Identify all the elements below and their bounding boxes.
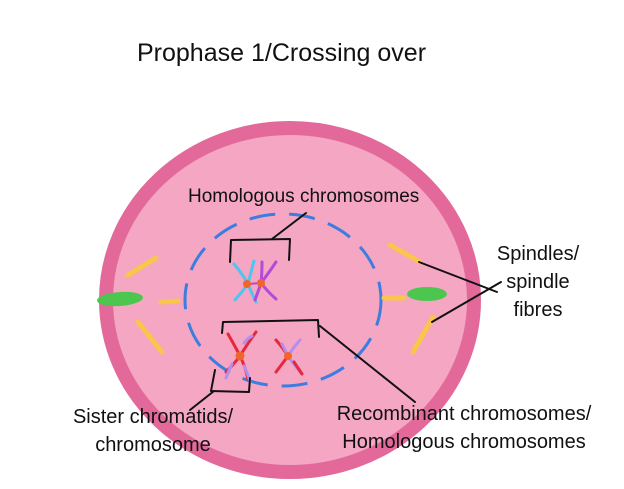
left-centriole [97,291,143,307]
bracket-sister [210,369,251,393]
centromere-top-left [243,280,251,288]
centromere-bottom-right [284,352,292,360]
nuclear-envelope [183,212,383,388]
diagram-title: Prophase 1/Crossing over [137,39,427,67]
left-spindle-fibres [125,255,181,355]
pointer-spindle-upper [418,261,498,293]
label-spindles-line1: Spindles/ [496,243,580,265]
pointer-homologous [271,212,307,240]
label-recombinant-line1: Recombinant chromosomes/ [336,403,592,425]
label-sister-line1: Sister chromatids/ [72,406,234,428]
right-spindle-fibres [381,242,436,355]
bracket-homologous [229,238,291,263]
pointer-lines [189,212,502,411]
label-spindles: Spindles/ spindle fibres [483,240,593,324]
label-spindles-line2: spindle [506,271,570,293]
pointer-spindle-lower [431,281,502,323]
label-recombinant-chromosomes: Recombinant chromosomes/ Homologous chro… [311,400,617,456]
centromere-top-right [257,279,265,287]
label-homologous-chromosomes: Homologous chromosomes [188,186,420,207]
right-centriole [407,287,447,301]
pointer-sister [189,390,215,411]
centromere-bottom-left [235,351,245,361]
label-sister-line2: chromosome [95,434,211,456]
label-sister-chromatids: Sister chromatids/ chromosome [48,403,258,459]
bracket-recombinant [221,319,320,338]
label-spindles-line3: fibres [513,299,563,321]
pointer-recombinant [319,325,416,403]
label-recombinant-line2: Homologous chromosomes [342,431,586,453]
